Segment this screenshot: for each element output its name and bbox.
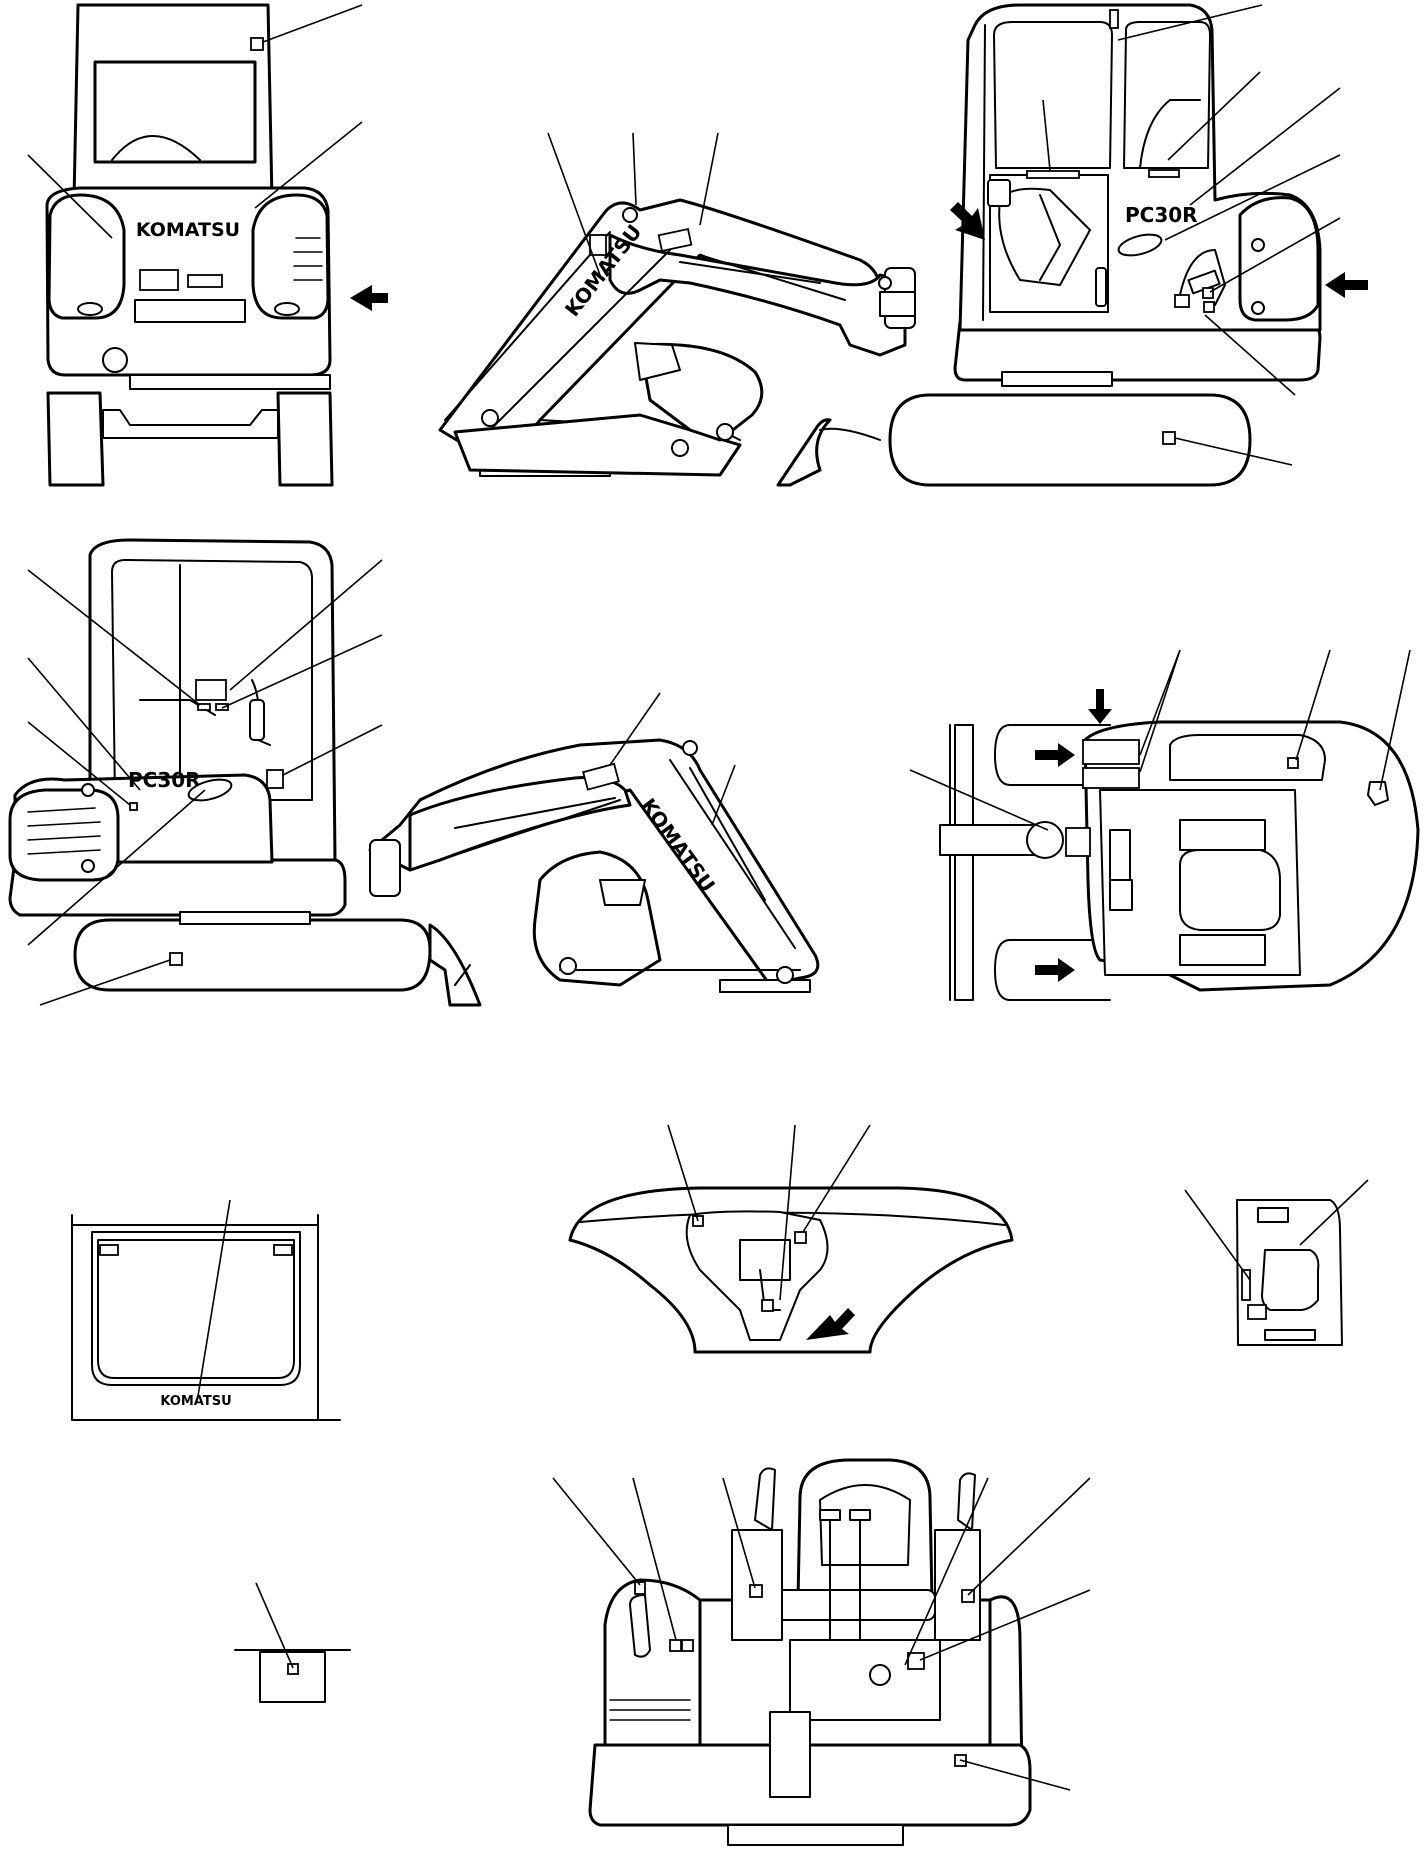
front-view-arrow bbox=[350, 285, 388, 311]
front-view: KOMATSU bbox=[27, 3, 388, 487]
front-komatsu-logo: KOMATSU bbox=[136, 219, 240, 241]
rs-arrow-left bbox=[950, 202, 985, 240]
rs-decal-track bbox=[1162, 431, 1176, 445]
os-decal-a bbox=[634, 1581, 646, 1595]
rs-boom bbox=[608, 233, 907, 357]
ls-bucket bbox=[532, 850, 662, 987]
rs-cab-door-window bbox=[1123, 21, 1211, 169]
tv-decal-b bbox=[1082, 767, 1140, 789]
front-right-lamp bbox=[251, 193, 330, 320]
front-cab-window bbox=[93, 60, 257, 164]
operator-seat-view bbox=[552, 1458, 1091, 1846]
front-left-track bbox=[46, 391, 105, 487]
rs-blade bbox=[776, 418, 832, 487]
front-decal-box bbox=[250, 37, 264, 51]
rs-decal-body-b bbox=[1202, 287, 1214, 299]
window-view: KOMATSU bbox=[71, 1199, 341, 1421]
tv-decal-a bbox=[1082, 739, 1140, 765]
rs-link bbox=[453, 413, 742, 477]
ls-track bbox=[73, 918, 432, 992]
wv-komatsu-logo: KOMATSU bbox=[160, 1394, 231, 1409]
ls-decal-hood bbox=[129, 802, 138, 811]
pv-decal-b bbox=[1247, 1304, 1267, 1320]
rs-decal-cab-top bbox=[1109, 9, 1119, 29]
rs-engine-hood bbox=[1238, 196, 1320, 322]
tv-arrow-down bbox=[1088, 689, 1112, 724]
rs-cab-front-window bbox=[993, 21, 1113, 169]
rs-model-text: PC30R bbox=[1125, 203, 1198, 227]
ls-decal-cab-a bbox=[195, 679, 227, 701]
rs-decal-body-c bbox=[1203, 301, 1215, 313]
tv-blade bbox=[954, 724, 974, 1001]
tv-decal-c bbox=[1065, 827, 1091, 857]
rs-track bbox=[888, 393, 1252, 487]
os-right-body bbox=[988, 1595, 1024, 1782]
tv-decal-d bbox=[1287, 757, 1299, 769]
top-view bbox=[909, 649, 1420, 1001]
ls-radiator bbox=[8, 788, 120, 882]
os-decal-f bbox=[907, 1652, 925, 1670]
pv-decal-a bbox=[1241, 1269, 1251, 1301]
dv-arrow bbox=[806, 1308, 855, 1340]
ls-decal-track bbox=[169, 952, 183, 966]
os-decal-d bbox=[749, 1584, 763, 1598]
small-box-view bbox=[234, 1582, 351, 1703]
sb-box bbox=[259, 1651, 326, 1703]
tv-seat bbox=[1179, 849, 1281, 931]
tv-arrow-b bbox=[1035, 958, 1075, 982]
dv-decal-c bbox=[761, 1299, 774, 1312]
rs-decal-arm bbox=[589, 234, 607, 256]
ls-arm bbox=[408, 776, 632, 872]
right-side-view: PC30R KOMATSU bbox=[438, 3, 1368, 487]
sb-decal bbox=[287, 1663, 299, 1675]
dashboard-view bbox=[568, 1124, 1014, 1354]
tv-arrow-a bbox=[1035, 743, 1075, 767]
rs-utility-badge bbox=[1117, 233, 1163, 257]
ls-decal-cab-c bbox=[215, 703, 229, 711]
rs-decal-door-strip-2 bbox=[1148, 169, 1180, 178]
wv-glass bbox=[97, 1239, 295, 1379]
ls-decal-boom bbox=[582, 762, 620, 791]
os-floor-plate bbox=[789, 1639, 941, 1721]
dv-decal-b bbox=[794, 1231, 807, 1244]
os-seat-cushion bbox=[774, 1589, 936, 1621]
ls-blade bbox=[428, 923, 482, 1007]
ls-model-text: PC30R bbox=[128, 768, 201, 792]
os-decal-b bbox=[669, 1639, 682, 1652]
ls-decal-cab-b bbox=[197, 703, 211, 711]
rs-decal-door-strip bbox=[1026, 170, 1080, 179]
rs-decal-boom bbox=[657, 227, 693, 253]
panel-view bbox=[1184, 1179, 1369, 1346]
ls-decal-door bbox=[266, 769, 284, 789]
rs-decal-body-a bbox=[1174, 294, 1190, 308]
front-right-track bbox=[276, 391, 334, 487]
left-side-view: PC30R KOMATSU bbox=[8, 538, 820, 1007]
rs-arrow-right bbox=[1325, 272, 1368, 298]
os-decal-c bbox=[681, 1639, 694, 1652]
ls-boom-bracket bbox=[369, 839, 401, 897]
